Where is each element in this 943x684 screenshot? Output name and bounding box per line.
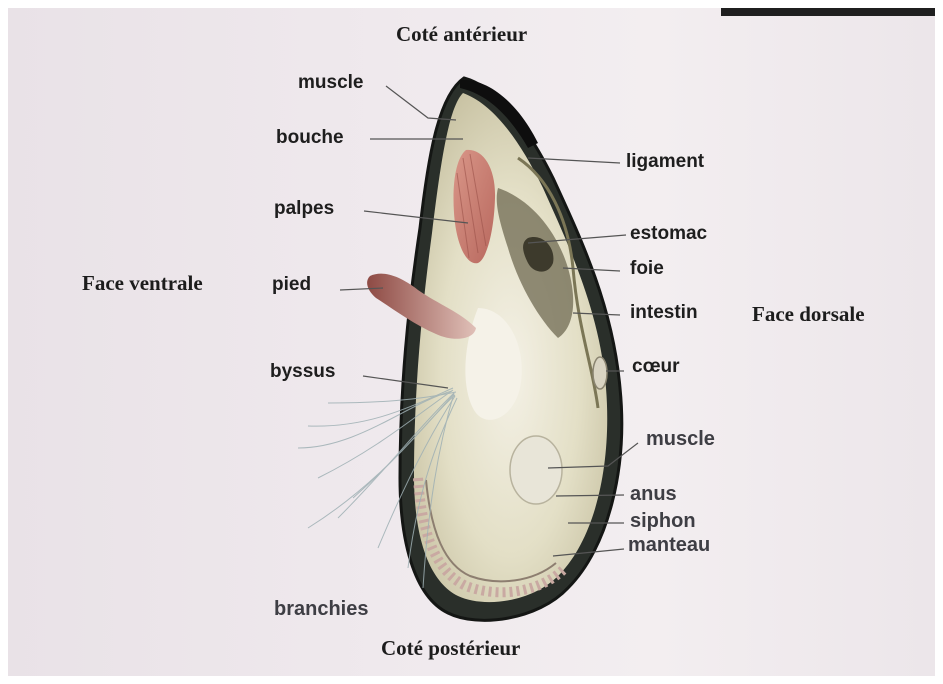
anterior-side-label: Coté antérieur [396,22,527,47]
label-siphon: siphon [630,510,696,533]
label-anus: anus [630,483,677,506]
diagram-frame: Coté antérieur Coté postérieur Face vent… [8,8,935,676]
label-manteau: manteau [628,534,710,557]
heart-shape [593,357,607,389]
label-estomac: estomac [630,223,707,245]
ventral-face-label: Face ventrale [82,271,203,296]
label-muscle-bottom: muscle [646,428,715,451]
label-coeur: cœur [632,356,680,378]
label-ligament: ligament [626,151,704,173]
label-byssus: byssus [270,361,335,383]
posterior-muscle [510,436,562,504]
label-intestin: intestin [630,302,698,324]
label-foie: foie [630,258,664,280]
label-muscle-top: muscle [298,72,363,94]
label-pied: pied [272,274,311,296]
label-palpes: palpes [274,198,334,220]
mussel-anatomy-illustration [8,8,935,676]
label-branchies: branchies [274,598,368,621]
label-bouche: bouche [276,127,344,149]
dorsal-face-label: Face dorsale [752,302,865,327]
posterior-side-label: Coté postérieur [381,636,520,661]
